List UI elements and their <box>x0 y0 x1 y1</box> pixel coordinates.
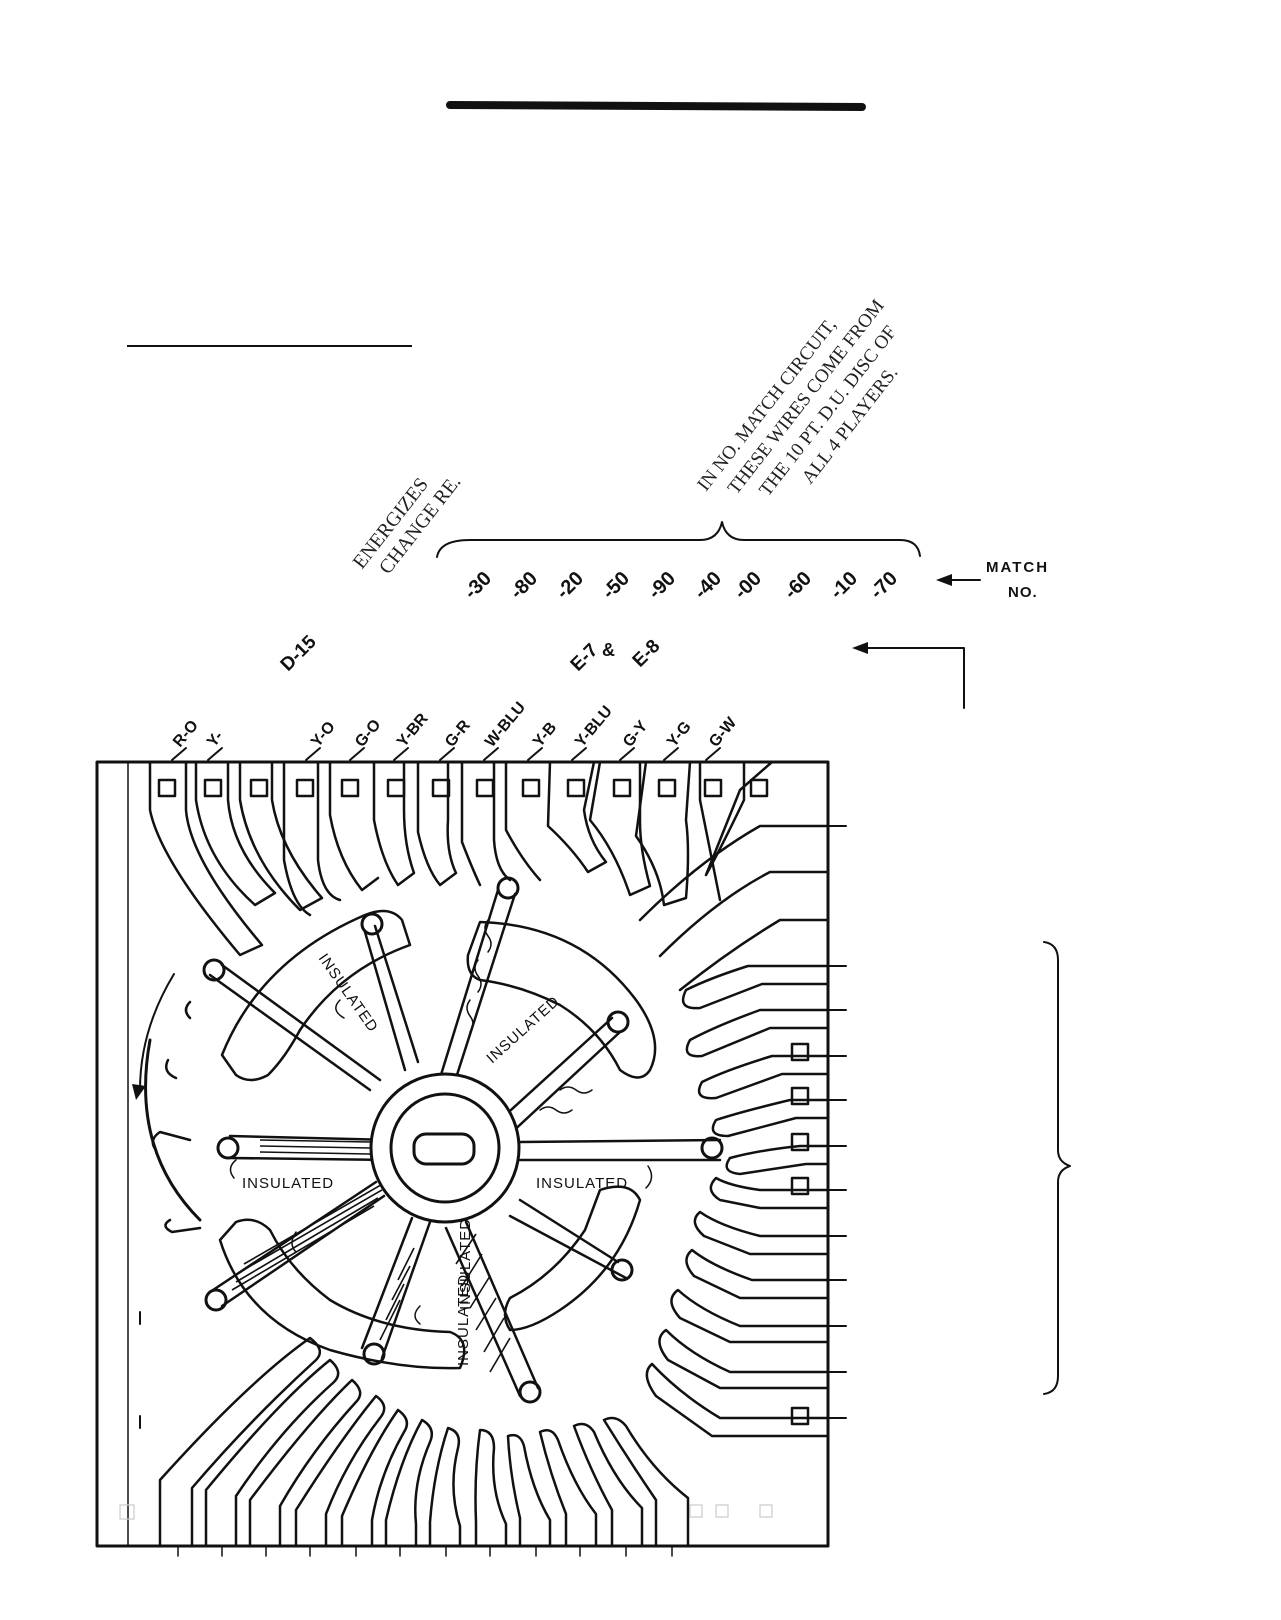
svg-text:THE 10 PT. D.U. DISC OF: THE 10 PT. D.U. DISC OF <box>755 322 901 500</box>
ref-e7: E-7 <box>567 640 603 676</box>
match-number: -90 <box>644 568 680 604</box>
wire-label: G-W <box>706 714 741 751</box>
rotation-arrow-head-icon <box>132 1084 146 1100</box>
arrow-head-icon <box>936 574 952 586</box>
rotation-arc <box>146 1040 200 1220</box>
wire-label: R-O <box>170 717 202 750</box>
bottom-contact-fingers <box>160 1338 688 1546</box>
match-brace <box>437 522 920 557</box>
wire-label: Y- <box>204 728 227 751</box>
match-label-line2: NO. <box>1008 584 1038 601</box>
wire-label: G-R <box>442 717 474 751</box>
wire-label: Y-B <box>530 719 560 750</box>
match-number-row: -30 -80 -20 -50 -90 -40 -00 -60 -10 -70 <box>460 568 902 604</box>
comb-teeth <box>153 1002 200 1232</box>
ref-amp: & <box>602 640 615 660</box>
disc-hub <box>371 1074 519 1222</box>
insulated-label: INSULATED <box>536 1175 628 1192</box>
header-rule <box>450 105 862 107</box>
match-number: -40 <box>690 568 726 604</box>
match-number: -30 <box>460 568 496 604</box>
ref-d15: D-15 <box>277 631 321 675</box>
match-number: -20 <box>552 568 588 604</box>
match-number: -70 <box>866 568 902 604</box>
match-label-line1: MATCH <box>986 559 1049 576</box>
wire-label: Y-O <box>308 719 339 751</box>
bottom-ghost-terminals <box>120 1505 772 1519</box>
right-brace <box>1044 942 1070 1394</box>
match-number: -60 <box>780 568 816 604</box>
wire-label: W-BLU <box>482 699 529 751</box>
top-contact-fingers <box>150 762 772 955</box>
wire-label: Y-BR <box>394 710 432 751</box>
match-circuit-note: IN NO. MATCH CIRCUIT, THESE WIRES COME F… <box>693 280 929 543</box>
match-number: -80 <box>506 568 542 604</box>
arrow-head-icon <box>852 642 868 654</box>
energizes-note: ENERGIZES CHANGE RE. <box>349 456 466 587</box>
wire-label: Y-BLU <box>572 703 616 751</box>
insulated-label: INSULATED <box>483 993 563 1067</box>
match-number: -00 <box>730 568 766 604</box>
insulated-label: INSULATED <box>242 1175 334 1192</box>
right-tick-marks <box>828 826 846 1418</box>
wire-label-row: R-O Y- Y-O G-O Y-BR G-R W-BLU Y-B Y-BLU … <box>170 699 741 751</box>
wire-leaders <box>172 748 720 760</box>
match-number: -10 <box>826 568 862 604</box>
ref-e8: E-8 <box>629 636 665 672</box>
match-number: -50 <box>598 568 634 604</box>
right-contact-fingers <box>640 826 828 1436</box>
wire-label: G-O <box>352 716 384 750</box>
elbow-arrow <box>862 648 964 708</box>
wire-label: G-Y <box>620 718 652 751</box>
insulated-label-ghost: INSULATED <box>457 1218 474 1310</box>
wire-label: Y-G <box>664 719 695 751</box>
